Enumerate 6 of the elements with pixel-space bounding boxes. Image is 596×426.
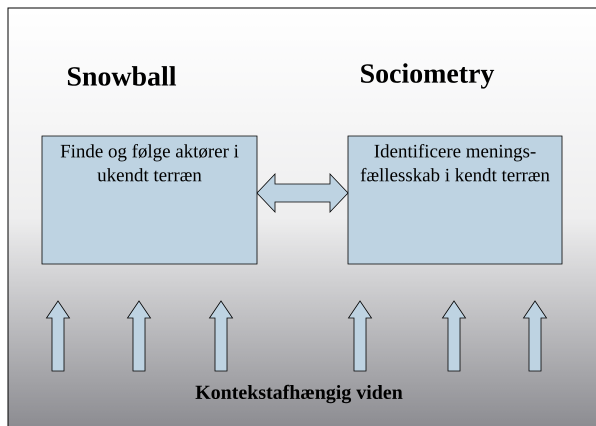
caption-text: Kontekstafhængig viden xyxy=(196,384,402,404)
process-box: Snowball Finde og følge aktører i ukendt terræn xyxy=(42,66,258,264)
node-label: Sociometry xyxy=(361,63,494,89)
node-label: Snowball xyxy=(68,66,176,86)
process-box: Sociometry Identificere menings- fællesskab i kendt terræn xyxy=(348,63,562,264)
double-arrow xyxy=(256,173,349,213)
